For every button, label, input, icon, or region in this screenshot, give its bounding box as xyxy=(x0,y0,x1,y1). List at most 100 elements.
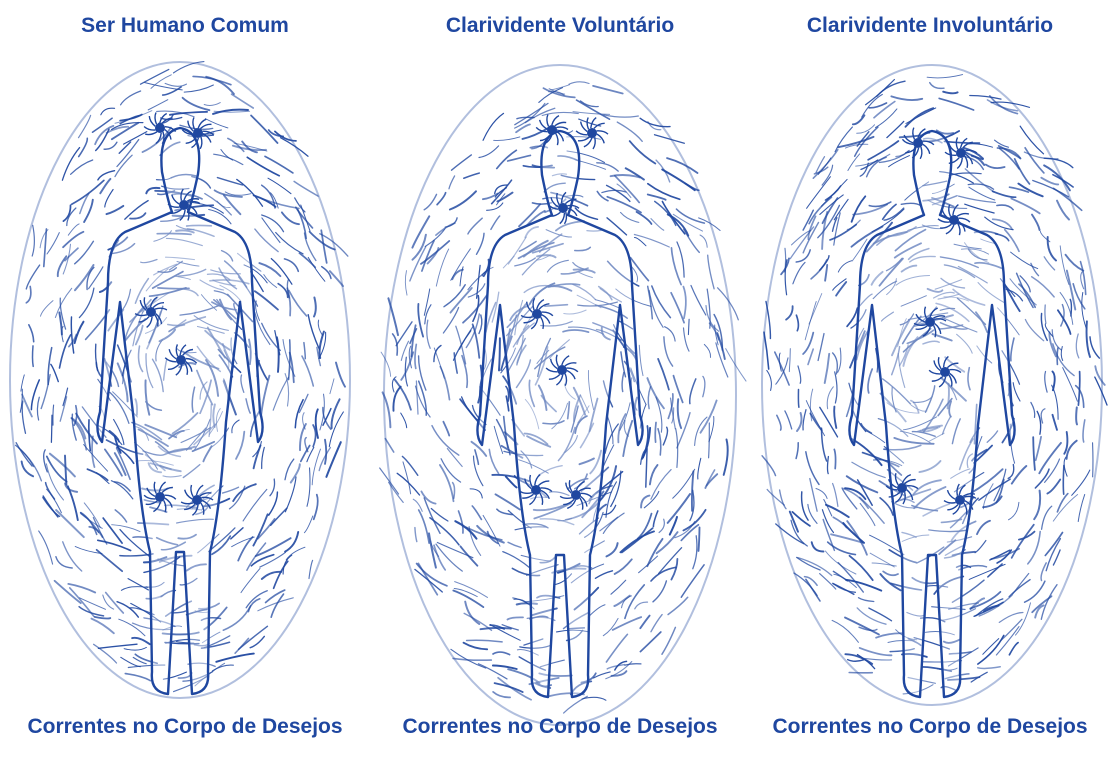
aura-stroke xyxy=(668,494,690,523)
aura-stroke xyxy=(979,479,1010,500)
aura-stroke xyxy=(786,306,793,319)
aura-stroke xyxy=(261,376,269,415)
aura-stroke xyxy=(117,448,131,479)
aura-stroke xyxy=(665,327,676,341)
aura-stroke xyxy=(479,146,499,158)
aura-stroke xyxy=(490,625,520,641)
aura-stroke xyxy=(148,100,168,110)
aura-stroke xyxy=(119,619,145,636)
aura-stroke xyxy=(622,528,653,552)
aura-stroke xyxy=(796,443,798,459)
aura-stroke xyxy=(1045,372,1047,393)
aura-stroke xyxy=(640,632,660,652)
aura-stroke xyxy=(51,415,52,442)
aura-stroke xyxy=(671,559,677,580)
vortex-ray xyxy=(578,137,589,141)
aura-stroke xyxy=(56,510,84,537)
aura-stroke xyxy=(192,203,223,214)
aura-stroke xyxy=(995,140,1009,147)
vortex-center xyxy=(571,490,581,500)
aura-stroke xyxy=(308,257,325,281)
aura-stroke xyxy=(112,123,138,139)
aura-stroke xyxy=(515,103,548,124)
aura-stroke xyxy=(798,558,832,576)
aura-stroke xyxy=(647,539,662,566)
aura-stroke xyxy=(1012,525,1034,558)
aura-stroke xyxy=(827,387,833,409)
aura-stroke xyxy=(285,532,298,552)
aura-stroke xyxy=(838,261,852,272)
aura-stroke xyxy=(930,83,944,89)
aura-stroke xyxy=(588,605,605,617)
aura-stroke xyxy=(777,415,781,430)
vortex-center xyxy=(897,483,907,493)
aura-stroke xyxy=(1076,334,1079,358)
aura-stroke xyxy=(43,496,58,517)
aura-illustration xyxy=(380,0,740,758)
aura-stroke xyxy=(604,505,616,514)
aura-stroke xyxy=(967,144,993,147)
aura-stroke xyxy=(415,569,442,592)
vortex-ray xyxy=(956,137,957,149)
aura-stroke xyxy=(832,620,858,642)
aura-stroke xyxy=(997,205,1013,210)
aura-stroke xyxy=(655,201,676,225)
aura-stroke xyxy=(811,260,827,279)
aura-stroke xyxy=(467,640,503,642)
aura-stroke xyxy=(440,465,454,501)
aura-stroke xyxy=(216,654,254,662)
aura-stroke xyxy=(413,499,422,511)
aura-stroke xyxy=(104,142,117,149)
aura-stroke xyxy=(1042,506,1052,529)
aura-illustration xyxy=(0,0,370,758)
aura-stroke xyxy=(1011,338,1014,361)
aura-stroke xyxy=(668,597,688,614)
aura-stroke xyxy=(688,319,689,334)
aura-stroke xyxy=(658,359,669,390)
aura-stroke xyxy=(1041,178,1058,185)
aura-stroke xyxy=(658,429,661,455)
aura-stroke xyxy=(444,285,465,307)
vortex-center xyxy=(193,128,203,138)
aura-stroke xyxy=(648,184,680,200)
panel-ser-humano-comum: Ser Humano Comum Correntes no Corpo de D… xyxy=(0,0,370,758)
aura-stroke xyxy=(79,115,91,137)
aura-stroke xyxy=(55,288,71,317)
aura-stroke xyxy=(413,235,426,260)
aura-stroke xyxy=(806,452,819,485)
aura-stroke xyxy=(79,288,94,318)
vortex-center xyxy=(532,309,542,319)
aura-stroke xyxy=(50,454,75,477)
aura-stroke xyxy=(506,477,517,488)
aura-stroke xyxy=(847,220,860,229)
aura-stroke xyxy=(125,201,148,220)
aura-stroke xyxy=(325,440,326,464)
aura-stroke xyxy=(312,449,320,485)
aura-stroke xyxy=(495,683,523,692)
aura-stroke xyxy=(813,150,838,179)
aura-stroke xyxy=(634,235,669,248)
aura-stroke xyxy=(101,108,115,115)
aura-stroke xyxy=(436,223,455,235)
human-figure xyxy=(849,131,1014,697)
aura-stroke xyxy=(124,647,146,650)
aura-stroke xyxy=(393,334,398,355)
aura-stroke xyxy=(132,638,150,644)
aura-stroke xyxy=(1011,199,1039,214)
aura-stroke xyxy=(1020,126,1043,154)
vortex-ray xyxy=(200,137,202,149)
aura-stroke xyxy=(603,618,618,635)
aura-stroke xyxy=(987,431,997,442)
aura-stroke xyxy=(262,447,265,468)
aura-stroke xyxy=(431,509,448,522)
aura-stroke xyxy=(258,598,294,611)
panel-caption: Correntes no Corpo de Desejos xyxy=(380,715,740,739)
aura-stroke xyxy=(985,217,1014,230)
aura-stroke xyxy=(121,91,141,105)
panel-clarividente-involuntario: Clarividente Involuntário Correntes no C… xyxy=(750,0,1110,758)
aura-stroke xyxy=(401,413,407,428)
aura-stroke xyxy=(32,346,33,367)
aura-stroke xyxy=(436,249,448,286)
aura-stroke xyxy=(205,119,228,128)
aura-stroke xyxy=(223,487,239,493)
